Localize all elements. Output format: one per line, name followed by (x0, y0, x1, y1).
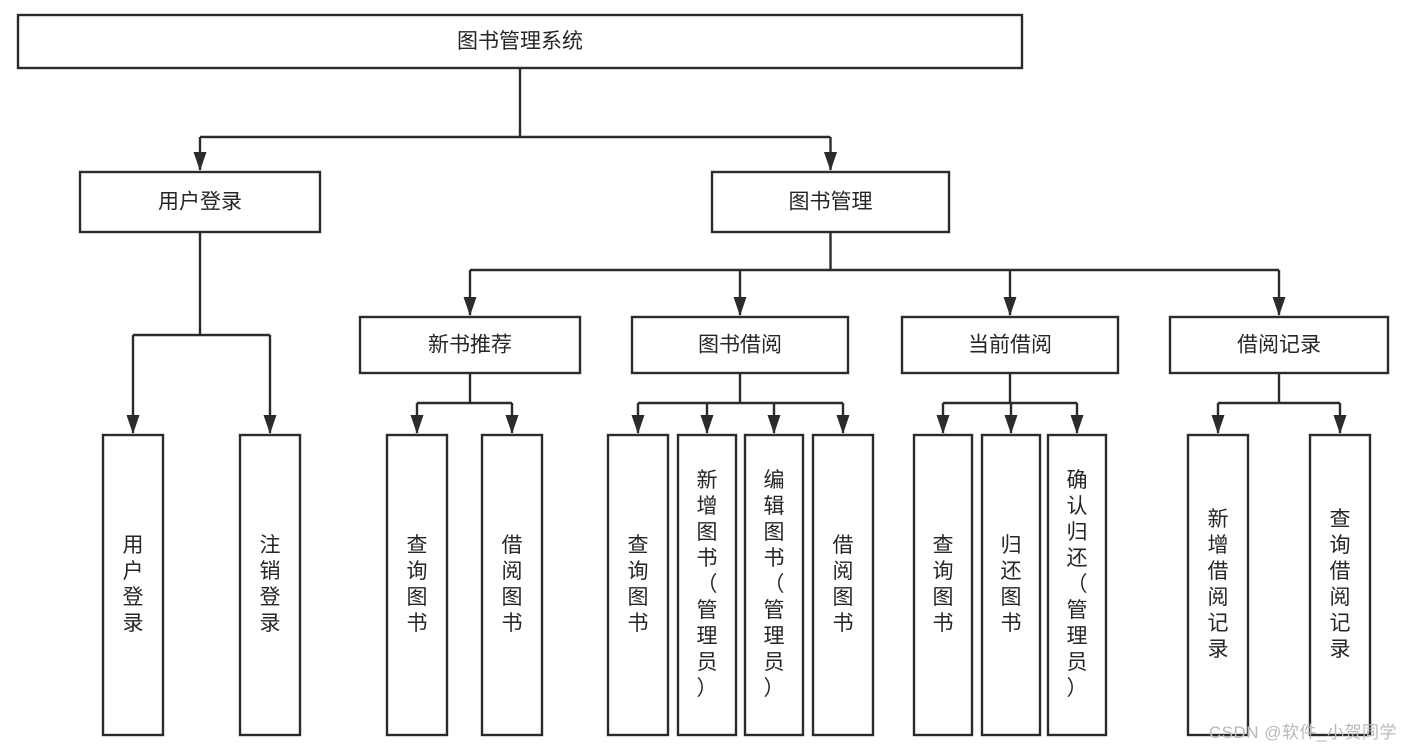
node-leaf-user-login[interactable]: 用户登录 (101, 433, 165, 737)
node-label: 图书借阅 (698, 334, 782, 357)
node-box (1308, 433, 1372, 737)
arrow-head-icon (836, 415, 850, 434)
arrow-head-icon (463, 297, 477, 316)
edge-group (410, 373, 519, 434)
node-box (385, 433, 449, 737)
node-box (238, 433, 302, 737)
edge-group (631, 373, 850, 434)
node-label: 新增借阅记录 (1208, 508, 1229, 661)
node-label: 查询借阅记录 (1330, 508, 1351, 661)
node-new-book-rec[interactable]: 新书推荐 (358, 315, 582, 375)
arrow-head-icon (1004, 415, 1018, 434)
node-box (606, 433, 670, 737)
node-label: 编辑图书（管理员） (764, 469, 785, 700)
node-leaf-add-book[interactable]: 新增图书（管理员） (676, 433, 738, 737)
edge-group (193, 68, 837, 171)
node-label: 查询图书 (407, 534, 428, 635)
node-box (78, 170, 322, 234)
node-label: 注销登录 (260, 534, 281, 635)
node-box (16, 13, 1024, 70)
node-label: 借阅图书 (833, 534, 854, 635)
arrow-head-icon (1211, 415, 1225, 434)
node-leaf-add-record[interactable]: 新增借阅记录 (1186, 433, 1250, 737)
connector-layer (126, 68, 1347, 434)
node-label: 当前借阅 (968, 334, 1052, 357)
node-label: 用户登录 (123, 534, 144, 635)
arrow-head-icon (700, 415, 714, 434)
node-leaf-query-book-2[interactable]: 查询图书 (606, 433, 670, 737)
node-book-borrow[interactable]: 图书借阅 (630, 315, 850, 375)
node-label: 图书管理系统 (457, 30, 583, 53)
node-box (101, 433, 165, 737)
node-box (1186, 433, 1250, 737)
node-leaf-query-record[interactable]: 查询借阅记录 (1308, 433, 1372, 737)
node-borrow-record[interactable]: 借阅记录 (1168, 315, 1390, 375)
node-box (743, 433, 805, 737)
node-label: 图书管理 (789, 191, 873, 214)
arrow-head-icon (505, 415, 519, 434)
node-label: 借阅图书 (502, 534, 523, 635)
arrow-head-icon (193, 152, 207, 171)
node-label: 归还图书 (1001, 534, 1022, 635)
node-current-borrow[interactable]: 当前借阅 (900, 315, 1120, 375)
node-leaf-query-book-1[interactable]: 查询图书 (385, 433, 449, 737)
node-box (1168, 315, 1390, 375)
watermark-text: CSDN @软件_小贺同学 (1208, 723, 1397, 742)
edge-group (936, 373, 1084, 434)
arrow-head-icon (410, 415, 424, 434)
node-box (811, 433, 875, 737)
node-label: 新书推荐 (428, 334, 512, 357)
node-box (912, 433, 974, 737)
arrow-head-icon (936, 415, 950, 434)
node-label: 借阅记录 (1237, 334, 1321, 357)
node-book-manage[interactable]: 图书管理 (710, 170, 951, 234)
arrow-head-icon (263, 415, 277, 434)
arrow-head-icon (1333, 415, 1347, 434)
node-label: 确认归还（管理员） (1067, 469, 1088, 700)
node-box (630, 315, 850, 375)
arrow-head-icon (126, 415, 140, 434)
node-leaf-edit-book[interactable]: 编辑图书（管理员） (743, 433, 805, 737)
arrow-head-icon (767, 415, 781, 434)
node-box (980, 433, 1042, 737)
arrow-head-icon (631, 415, 645, 434)
node-root[interactable]: 图书管理系统 (16, 13, 1024, 70)
node-leaf-return-book[interactable]: 归还图书 (980, 433, 1042, 737)
edge-group (126, 232, 277, 434)
node-box (480, 433, 544, 737)
edge-group (1211, 373, 1347, 434)
node-label: 查询图书 (933, 534, 954, 635)
node-box (1046, 433, 1108, 737)
arrow-head-icon (1070, 415, 1084, 434)
arrow-head-icon (824, 152, 837, 171)
node-label: 新增图书（管理员） (697, 469, 718, 700)
node-box (900, 315, 1120, 375)
node-user-login[interactable]: 用户登录 (78, 170, 322, 234)
node-leaf-borrow-book-1[interactable]: 借阅图书 (480, 433, 544, 737)
node-label: 查询图书 (628, 534, 649, 635)
node-box (676, 433, 738, 737)
arrow-head-icon (1272, 297, 1286, 316)
node-leaf-query-book-3[interactable]: 查询图书 (912, 433, 974, 737)
node-leaf-logout[interactable]: 注销登录 (238, 433, 302, 737)
edge-group (463, 232, 1286, 316)
arrow-head-icon (1003, 297, 1017, 316)
node-label: 用户登录 (158, 191, 242, 214)
node-box (710, 170, 951, 234)
arrow-head-icon (733, 297, 747, 316)
node-leaf-borrow-book-2[interactable]: 借阅图书 (811, 433, 875, 737)
node-leaf-confirm-return[interactable]: 确认归还（管理员） (1046, 433, 1108, 737)
node-box (358, 315, 582, 375)
node-layer: 图书管理系统用户登录图书管理新书推荐图书借阅当前借阅借阅记录用户登录注销登录查询… (16, 13, 1390, 737)
